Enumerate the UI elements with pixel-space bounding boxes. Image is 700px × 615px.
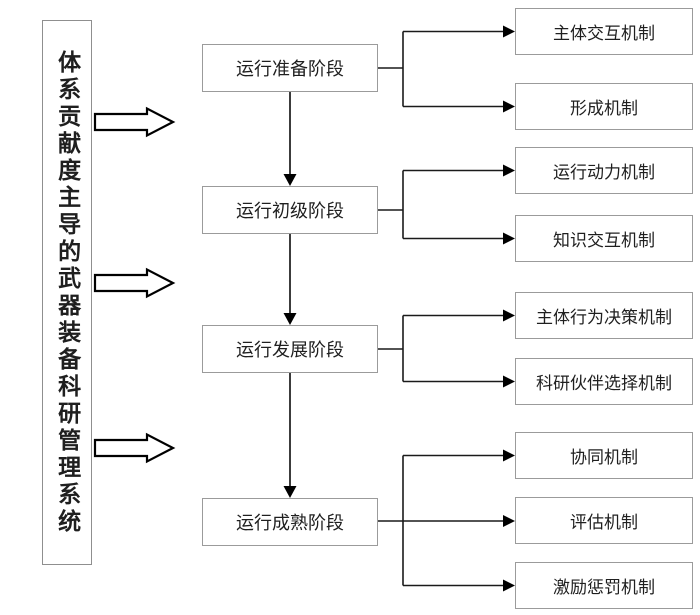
mechanism-box-evaluation: 评估机制 — [515, 497, 693, 544]
branch-connector — [378, 449, 515, 592]
stage-box-preparation: 运行准备阶段 — [202, 44, 378, 92]
mechanism-box-behavior-decision: 主体行为决策机制 — [515, 292, 693, 339]
mechanism-box-partner-selection: 科研伙伴选择机制 — [515, 358, 693, 405]
hollow-arrow-icon — [93, 106, 176, 138]
stage-box-development: 运行发展阶段 — [202, 325, 378, 373]
system-root-label: 体系贡献度主导的武器装备科研管理系统 — [53, 49, 81, 536]
down-arrow-icon — [283, 92, 297, 186]
branch-connector — [378, 25, 515, 113]
stage-box-maturity: 运行成熟阶段 — [202, 498, 378, 546]
down-arrow-icon — [283, 234, 297, 325]
branch-connector — [378, 164, 515, 245]
stage-box-primary: 运行初级阶段 — [202, 186, 378, 234]
system-root-box: 体系贡献度主导的武器装备科研管理系统 — [42, 20, 92, 565]
hollow-arrow-icon — [93, 432, 176, 464]
mechanism-box-incentive-punishment: 激励惩罚机制 — [515, 562, 693, 609]
mechanism-box-formation: 形成机制 — [515, 83, 693, 130]
down-arrow-icon — [283, 373, 297, 498]
hollow-arrow-icon — [93, 267, 176, 299]
mechanism-box-knowledge-interaction: 知识交互机制 — [515, 215, 693, 262]
mechanism-box-operation-dynamics: 运行动力机制 — [515, 147, 693, 194]
mechanism-box-subject-interaction: 主体交互机制 — [515, 8, 693, 55]
branch-connector — [378, 309, 515, 388]
mechanism-box-coordination: 协同机制 — [515, 432, 693, 479]
